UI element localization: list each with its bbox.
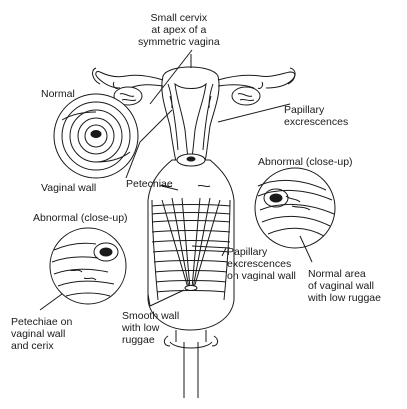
fallopian-tubes: [92, 67, 296, 89]
label-smooth-wall: Smooth wall with low ruggae: [122, 310, 180, 346]
abnormal-inset-left: [49, 227, 127, 305]
label-vaginal-wall: Vaginal wall: [41, 182, 97, 194]
label-small-cervix: Small cervix at apex of a symmetric vagi…: [138, 12, 220, 48]
vagina: [147, 159, 235, 398]
label-papillary-excrescences: Papillary excrescences: [284, 104, 349, 128]
normal-inset: [53, 93, 139, 179]
abnormal-inset-right: [254, 167, 336, 249]
label-normal-area: Normal area of vaginal wall with low rug…: [308, 268, 381, 304]
label-abnormal-closeup-right: Abnormal (close-up): [258, 156, 353, 168]
label-abnormal-closeup-left: Abnormal (close-up): [33, 212, 128, 224]
label-petechiae-on-wall: Petechiae on vaginal wall and cerix: [11, 316, 73, 352]
uterus: [161, 66, 220, 163]
leader-lines: [39, 49, 313, 311]
label-normal: Normal: [41, 88, 75, 100]
cervix: [176, 153, 206, 291]
label-papillary-on-wall: Papillary excrescences on vaginal wall: [227, 246, 296, 282]
label-petechiae: Petechiae: [126, 178, 173, 190]
ovaries: [113, 81, 263, 106]
